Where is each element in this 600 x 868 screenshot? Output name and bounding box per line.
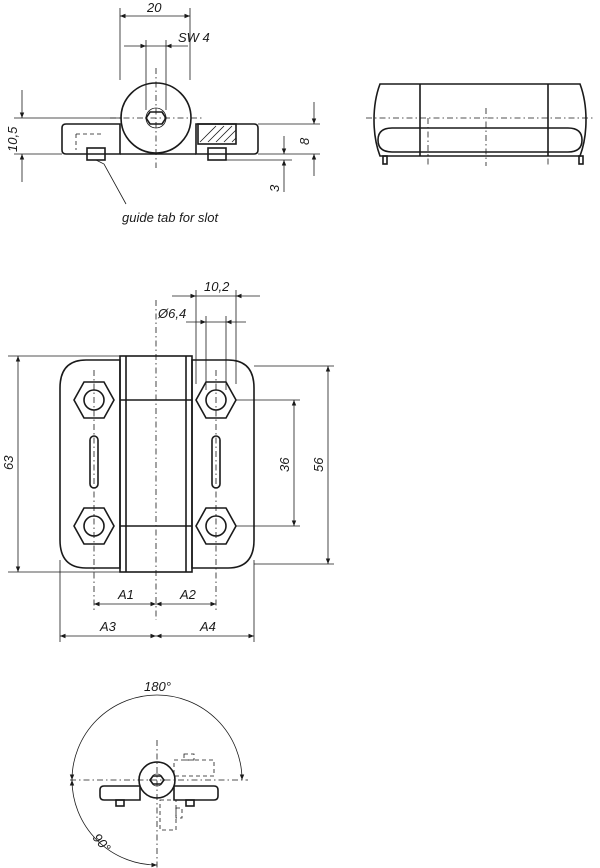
dim-10-5-label: 10,5 [5,126,20,152]
dim-10-2-label: 10,2 [204,279,230,294]
a2-label: A2 [179,587,197,602]
dia-6-4-label: Ø6,4 [157,306,186,321]
hole-top-left [73,381,115,419]
dim-8-label: 8 [297,137,312,145]
hole-bottom-right [195,507,237,545]
dim-20-label: 20 [146,0,162,15]
rotation-view: 180° 90° [69,679,248,868]
sw4-label: SW 4 [178,30,210,45]
side-view [366,83,594,166]
guide-tab-label: guide tab for slot [122,210,220,225]
front-view: 20 SW 4 10,5 8 3 guide tab for slot [5,0,320,225]
top-view: 10,2 Ø6,4 63 36 56 A1 A2 A3 A4 [1,279,334,642]
dim-56-label: 56 [311,457,326,472]
dim-3-label: 3 [267,184,282,192]
a4-label: A4 [199,619,216,634]
angle-180-label: 180° [144,679,171,694]
dim-63-label: 63 [1,455,16,470]
a3-label: A3 [99,619,117,634]
a1-label: A1 [117,587,134,602]
dim-36-label: 36 [277,457,292,472]
hole-bottom-left [73,507,115,545]
